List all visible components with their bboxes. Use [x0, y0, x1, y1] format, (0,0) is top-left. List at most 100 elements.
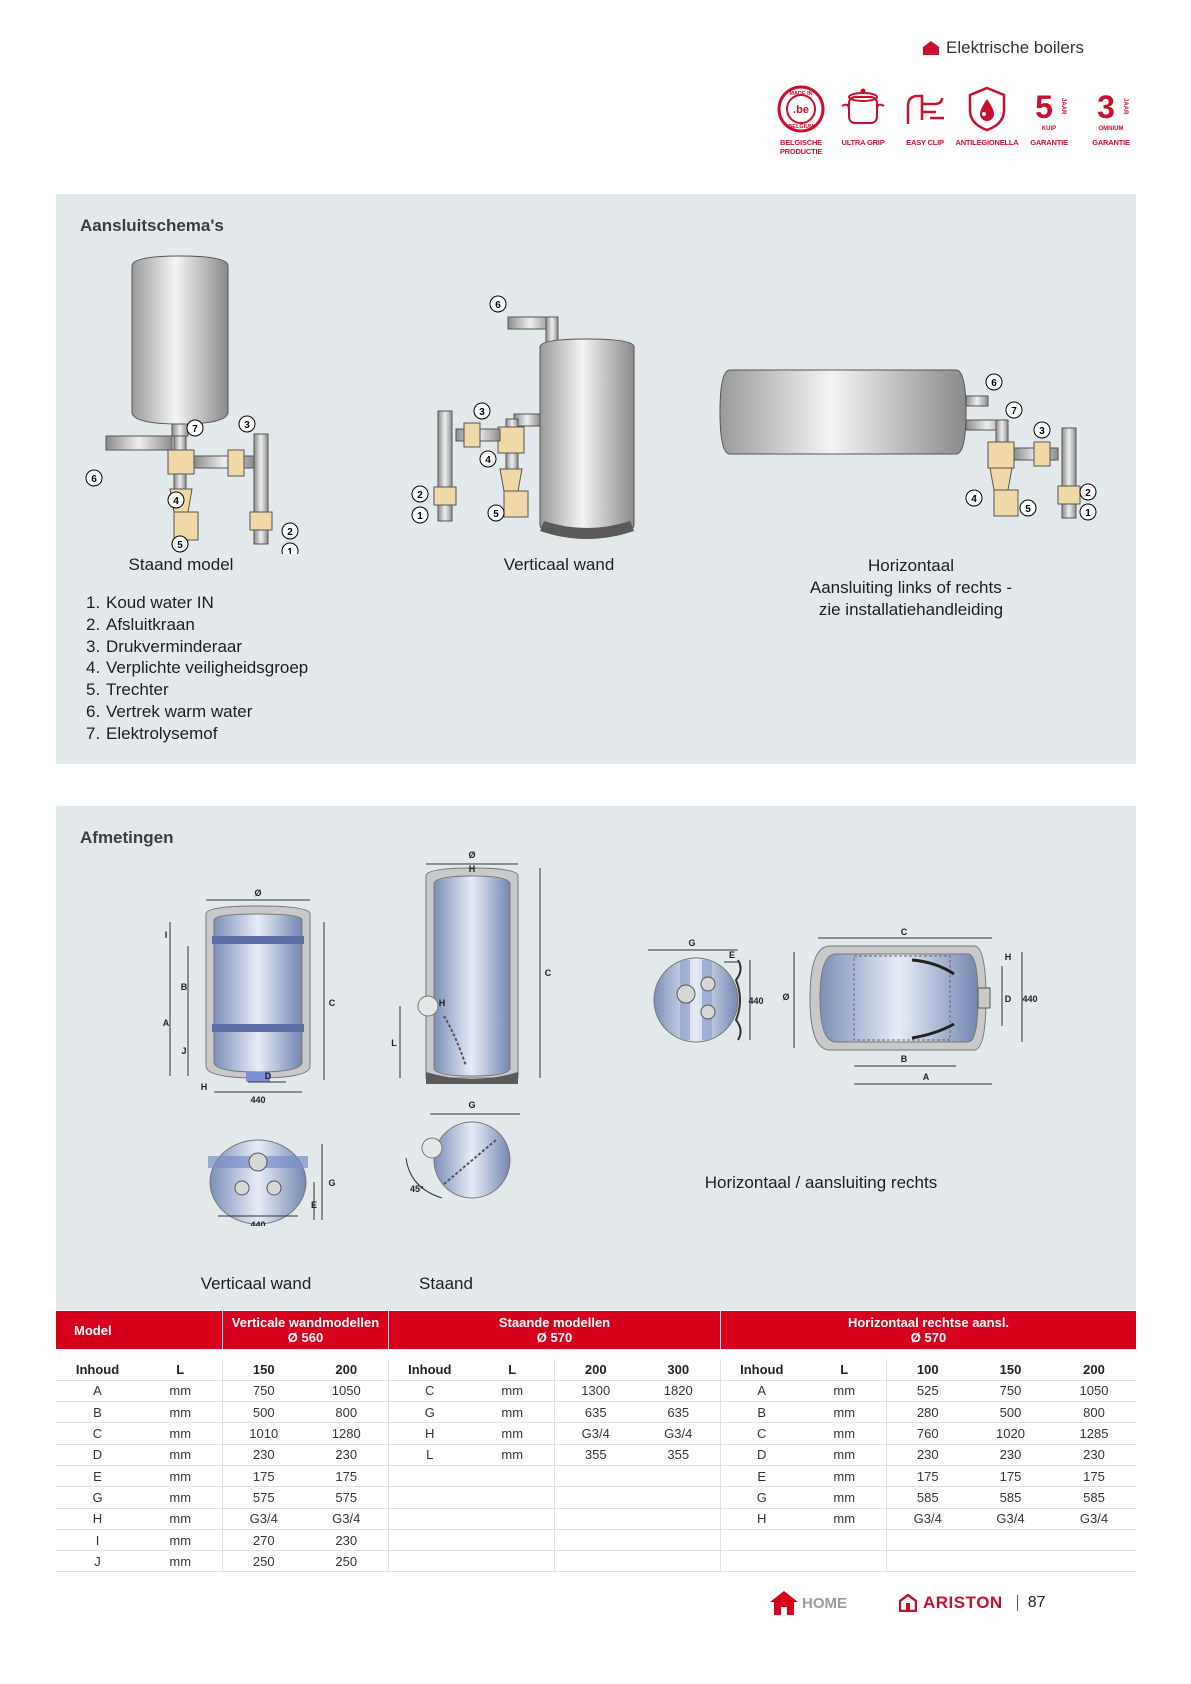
- home-link[interactable]: HOME: [770, 1591, 847, 1615]
- svg-text:B: B: [901, 1054, 908, 1064]
- table-cell: B: [56, 1401, 139, 1424]
- table-cell: 585: [969, 1486, 1052, 1509]
- table-cell: [471, 1465, 554, 1488]
- table-cell: [803, 1529, 886, 1552]
- table-cell: [553, 1465, 637, 1488]
- table-cell: mm: [803, 1422, 886, 1445]
- page-footer: HOME ARISTON 87: [770, 1588, 1142, 1618]
- table-cell: mm: [139, 1380, 222, 1403]
- table-cell: [637, 1508, 720, 1530]
- horizontaal-dimension-figure: G E 440 Ø C H D 440 B A: [648, 927, 1038, 1085]
- table-cell: 750: [221, 1380, 305, 1403]
- svg-text:H: H: [439, 998, 446, 1008]
- table-cell: 270: [221, 1529, 305, 1552]
- badge-label: GARANTIE: [1030, 138, 1068, 147]
- legend-item: 7.Elektrolysemof: [86, 723, 218, 743]
- badge-label: BELGISCHE PRODUCTIE: [779, 138, 823, 156]
- table-cell: mm: [471, 1401, 554, 1424]
- svg-text:4: 4: [173, 496, 179, 507]
- legend-item: 3.Drukverminderaar: [86, 636, 243, 656]
- table-cell: C: [387, 1380, 471, 1403]
- table-cell: [471, 1550, 554, 1573]
- table-cell: 1285: [1052, 1422, 1136, 1445]
- table-cell: H: [56, 1508, 139, 1530]
- table-cell: 355: [637, 1444, 720, 1466]
- badge-3-year-warranty: 3 JAAR OMNIUM GARANTIE: [1080, 84, 1142, 156]
- svg-text:7: 7: [1011, 406, 1017, 417]
- table-cell: 1820: [637, 1380, 720, 1403]
- table-cell: mm: [803, 1380, 886, 1403]
- badge-antilegionella: ANTILEGIONELLA: [955, 84, 1019, 156]
- table-cell: 1010: [221, 1422, 305, 1445]
- horizontaal-caption-line-1: Horizontaal: [868, 556, 954, 575]
- table-cell: 200: [1052, 1359, 1136, 1381]
- table-cell: 525: [885, 1380, 969, 1403]
- table-cell: [885, 1529, 969, 1552]
- table-cell: G3/4: [553, 1422, 637, 1445]
- svg-text:D: D: [1005, 994, 1012, 1004]
- verticaal-connection-figure: 6 3 4 2 1 5: [411, 295, 635, 539]
- svg-text:7: 7: [192, 424, 198, 435]
- badge-ultra-grip: ULTRA GRIP: [832, 84, 894, 156]
- table-cell: A: [56, 1380, 139, 1403]
- table-cell: D: [719, 1444, 803, 1466]
- table-cell: 300: [637, 1359, 720, 1381]
- home-icon: [923, 41, 940, 55]
- table-cell: mm: [803, 1486, 886, 1509]
- svg-text:JAAR: JAAR: [1060, 98, 1066, 115]
- dimensions-panel: Afmetingen Ø I A B J C D H 440: [56, 806, 1136, 1310]
- table-cell: mm: [139, 1486, 222, 1509]
- table-cell: E: [719, 1465, 803, 1488]
- footer-divider: [1016, 1595, 1018, 1611]
- table-cell: G3/4: [1052, 1508, 1136, 1530]
- svg-text:5: 5: [1025, 504, 1031, 515]
- svg-text:E: E: [311, 1200, 317, 1210]
- table-cell: 200: [305, 1359, 388, 1381]
- legend-item: 1.Koud water IN: [86, 593, 214, 612]
- table-cell: Inhoud: [387, 1359, 471, 1381]
- table-cell: E: [56, 1465, 139, 1488]
- table-cell: 200: [553, 1359, 637, 1381]
- table-cell: [387, 1465, 471, 1488]
- made-in-belgium-icon: MADE IN .be BELGIUM: [777, 85, 825, 133]
- table-cell: 500: [969, 1401, 1052, 1424]
- table-cell: 175: [1052, 1465, 1136, 1488]
- table-cell: C: [56, 1422, 139, 1445]
- table-cell: 800: [305, 1401, 388, 1424]
- svg-text:A: A: [163, 1018, 170, 1028]
- svg-text:440: 440: [250, 1220, 265, 1226]
- table-cell: G: [56, 1486, 139, 1509]
- svg-text:2: 2: [1085, 488, 1091, 499]
- table-cell: Inhoud: [56, 1359, 139, 1381]
- table-cell: 750: [969, 1380, 1052, 1403]
- table-cell: mm: [139, 1508, 222, 1530]
- table-cell: 100: [885, 1359, 969, 1381]
- table-cell: 800: [1052, 1401, 1136, 1424]
- dimensions-title: Afmetingen: [80, 828, 174, 847]
- table-cell: mm: [139, 1529, 222, 1552]
- svg-text:4: 4: [971, 494, 977, 505]
- svg-text:E: E: [729, 950, 735, 960]
- breadcrumb[interactable]: Elektrische boilers: [923, 38, 1084, 58]
- svg-text:H: H: [1005, 952, 1012, 962]
- staand-connection-figure: 6 7 3 4 5 2 1: [85, 255, 299, 554]
- table-cell: 1300: [553, 1380, 637, 1403]
- table-cell: [719, 1550, 803, 1573]
- table-cell: L: [387, 1444, 471, 1466]
- table-cell: 575: [221, 1486, 305, 1509]
- table-cell: J: [56, 1550, 139, 1573]
- table-cell: [637, 1465, 720, 1488]
- table-cell: 585: [885, 1486, 969, 1509]
- svg-text:3: 3: [1097, 89, 1115, 125]
- table-cell: 230: [969, 1444, 1052, 1466]
- table-cell: 1020: [969, 1422, 1052, 1445]
- svg-text:H: H: [201, 1082, 208, 1092]
- svg-text:BELGIUM: BELGIUM: [788, 124, 814, 130]
- badge-easy-clip: EASY CLIP: [894, 84, 956, 156]
